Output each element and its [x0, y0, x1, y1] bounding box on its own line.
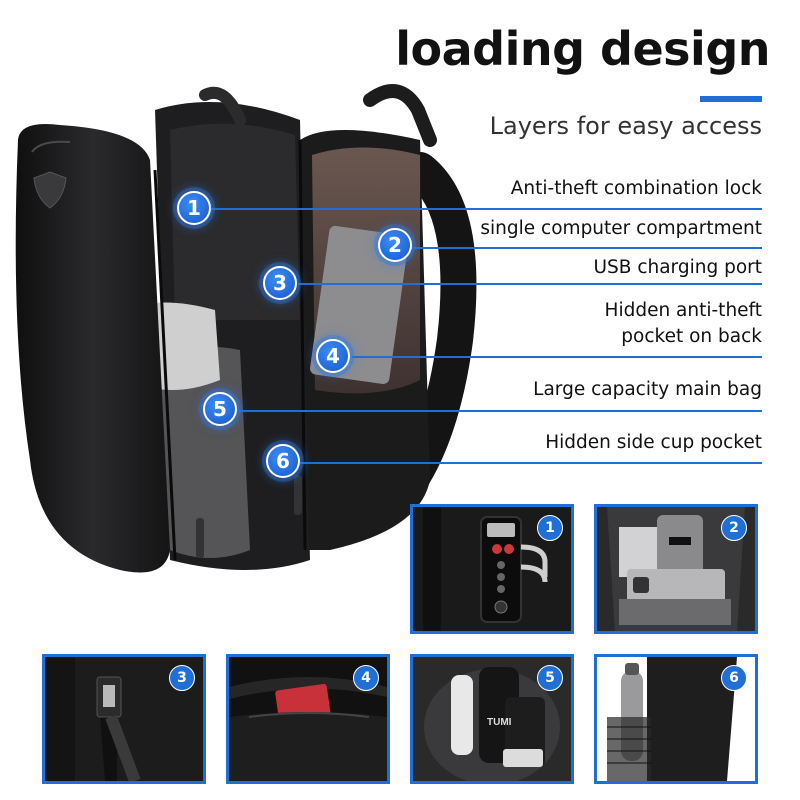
connector-line-2 — [412, 247, 762, 249]
thumbnail-badge-5: 5 — [537, 665, 563, 691]
thumbnail-badge-4: 4 — [353, 665, 379, 691]
callout-badge-4: 4 — [316, 339, 350, 373]
callout-badge-5: 5 — [203, 392, 237, 426]
thumbnail-usb-port: 3 — [42, 654, 206, 784]
side-cup-pocket-icon — [597, 657, 755, 781]
thumbnail-main-bag: TUMI 5 — [410, 654, 574, 784]
page-title: loading design — [395, 22, 770, 76]
feature-label-4-line1: Hidden anti-theft — [604, 300, 762, 321]
thumbnail-badge-1: 1 — [537, 515, 563, 541]
title-accent-bar — [700, 96, 762, 102]
connector-line-6 — [300, 462, 762, 464]
tumi-brand-label: TUMI — [487, 717, 512, 728]
thumbnail-combination-lock: 1 — [410, 504, 574, 634]
thumbnail-side-cup-pocket: 6 — [594, 654, 758, 784]
thumbnail-badge-2: 2 — [721, 515, 747, 541]
backpack-image — [15, 84, 477, 573]
connector-line-4 — [352, 356, 762, 358]
feature-label-2: single computer compartment — [480, 218, 762, 239]
thumbnail-laptop-compartment: 2 — [594, 504, 758, 634]
feature-label-4-line2: pocket on back — [621, 326, 762, 347]
main-bag-icon: TUMI — [413, 657, 571, 781]
feature-label-4: Hidden anti-theft pocket on back — [605, 298, 762, 350]
feature-label-3: USB charging port — [593, 257, 762, 278]
feature-label-6: Hidden side cup pocket — [545, 432, 762, 453]
callout-badge-2: 2 — [378, 228, 412, 262]
page-subtitle: Layers for easy access — [489, 112, 762, 140]
callout-badge-3: 3 — [263, 266, 297, 300]
combination-lock-icon — [413, 507, 571, 631]
callout-badge-1: 1 — [177, 191, 211, 225]
usb-port-icon — [45, 657, 203, 781]
callout-badge-6: 6 — [266, 444, 300, 478]
connector-line-1 — [210, 208, 762, 210]
feature-label-5: Large capacity main bag — [533, 379, 762, 400]
thumbnail-badge-6: 6 — [721, 665, 747, 691]
connector-line-3 — [298, 283, 762, 285]
connector-line-5 — [238, 410, 762, 412]
feature-label-1: Anti-theft combination lock — [510, 178, 762, 199]
thumbnail-badge-3: 3 — [169, 665, 195, 691]
thumbnail-back-pocket: 4 — [226, 654, 390, 784]
